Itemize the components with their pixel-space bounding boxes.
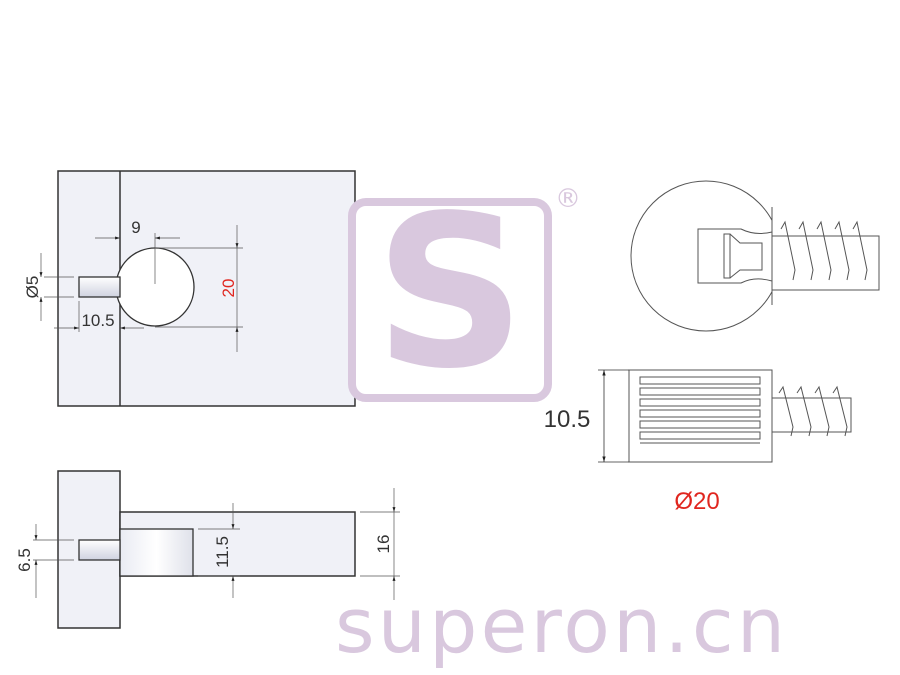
dim-pin-height: 6.5 — [15, 548, 34, 572]
product-top-view — [630, 180, 880, 332]
dim-step-height: 11.5 — [213, 536, 232, 568]
watermark-brand: superon.cn — [335, 581, 785, 670]
registered-mark: ® — [555, 184, 581, 214]
dim-product-diameter: Ø20 — [674, 488, 719, 515]
logo-letter: S — [374, 170, 525, 415]
dim-offset-9: 9 — [131, 218, 140, 237]
dim-hole-diameter: 20 — [219, 279, 238, 298]
dim-pin-length: 10.5 — [81, 311, 114, 330]
dim-total-height: 16 — [374, 535, 393, 554]
top-view — [39, 170, 356, 407]
product-side-view — [598, 369, 852, 463]
dim-product-height: 10.5 — [544, 406, 591, 433]
watermark-logo: S ® — [348, 170, 581, 415]
side-view — [33, 470, 400, 629]
dim-pin-diameter: Ø5 — [23, 276, 42, 299]
